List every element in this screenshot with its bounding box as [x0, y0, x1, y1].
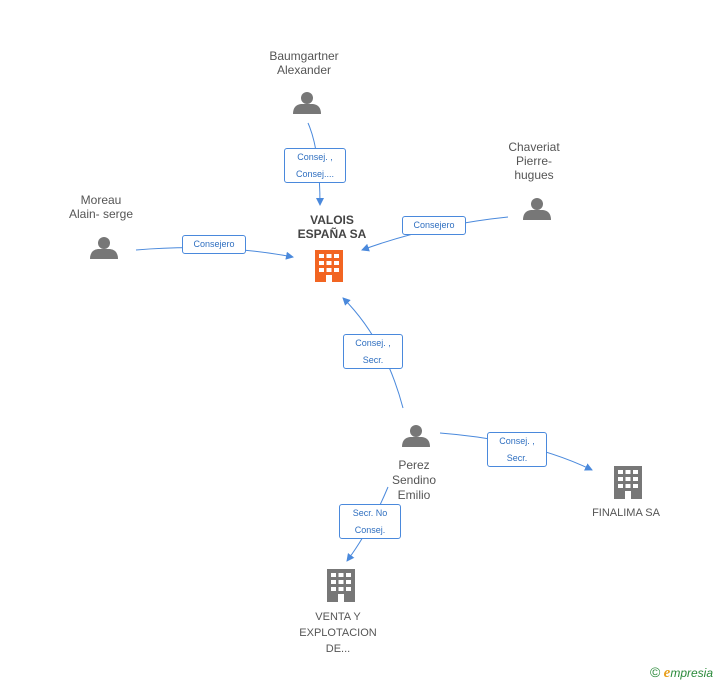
label-line: Sendino	[391, 473, 437, 487]
edge-label-line: Consejero	[193, 239, 235, 249]
edge-label-line: Consej. ,	[297, 152, 333, 162]
edge-label-perez-venta[interactable]: Secr. No Consej.	[339, 504, 401, 539]
edge-label-chaveriat-valois[interactable]: Consejero	[402, 216, 466, 235]
label-line: Moreau	[80, 193, 122, 207]
edge-label-line: Secr.	[506, 453, 528, 463]
label-line: Alain- serge	[68, 207, 134, 221]
person-icon[interactable]	[402, 425, 430, 447]
brand-initial: e	[663, 665, 671, 681]
edge-label-line: Secr.	[362, 355, 384, 365]
building-icon[interactable]	[327, 569, 355, 602]
edge-label-line: Consej. ,	[355, 338, 391, 348]
building-icon[interactable]	[315, 250, 343, 282]
label-line: FINALIMA SA	[592, 507, 660, 519]
brand-name: mpresia	[670, 666, 714, 680]
node-label-perez[interactable]: Perez Sendino Emilio	[364, 458, 464, 503]
brand-logo: empresia	[663, 665, 714, 681]
edge-label-baumgartner-valois[interactable]: Consej. , Consej....	[284, 148, 346, 183]
label-line: Alexander	[276, 63, 332, 77]
edge-label-moreau-valois[interactable]: Consejero	[182, 235, 246, 254]
brand-footer[interactable]: © empresia	[650, 664, 713, 682]
copyright-icon: ©	[650, 664, 661, 680]
node-label-finalima[interactable]: FINALIMA SA	[576, 506, 676, 521]
label-line: DE...	[325, 643, 351, 655]
node-label-venta[interactable]: VENTA Y EXPLOTACION DE...	[283, 609, 393, 657]
label-line: Emilio	[397, 488, 431, 502]
building-icon[interactable]	[614, 466, 642, 499]
node-label-chaveriat[interactable]: Chaveriat Pierre- hugues	[484, 140, 584, 182]
edge-label-line: Consejero	[413, 220, 455, 230]
node-label-valois[interactable]: VALOIS ESPAÑA SA	[262, 213, 402, 241]
edge-label-line: Consej. ,	[499, 436, 535, 446]
label-line: Baumgartner	[269, 49, 339, 63]
edge-label-line: Consej....	[295, 169, 335, 179]
label-line: VALOIS	[310, 213, 354, 227]
node-label-baumgartner[interactable]: Baumgartner Alexander	[244, 49, 364, 77]
label-line: ESPAÑA SA	[297, 227, 367, 241]
label-line: EXPLOTACION	[299, 627, 377, 639]
label-line: Perez	[398, 458, 430, 472]
edge-label-perez-valois[interactable]: Consej. , Secr.	[343, 334, 403, 369]
person-icon[interactable]	[90, 237, 118, 259]
edge-label-perez-finalima[interactable]: Consej. , Secr.	[487, 432, 547, 467]
edge-label-line: Consej.	[354, 525, 386, 535]
edge-label-line: Secr. No	[352, 508, 388, 518]
label-line: hugues	[514, 168, 554, 182]
label-line: Pierre-	[515, 154, 552, 168]
label-line: VENTA Y	[315, 611, 361, 623]
person-icon[interactable]	[293, 92, 321, 114]
node-label-moreau[interactable]: Moreau Alain- serge	[51, 193, 151, 221]
person-icon[interactable]	[523, 198, 551, 220]
label-line: Chaveriat	[508, 140, 560, 154]
